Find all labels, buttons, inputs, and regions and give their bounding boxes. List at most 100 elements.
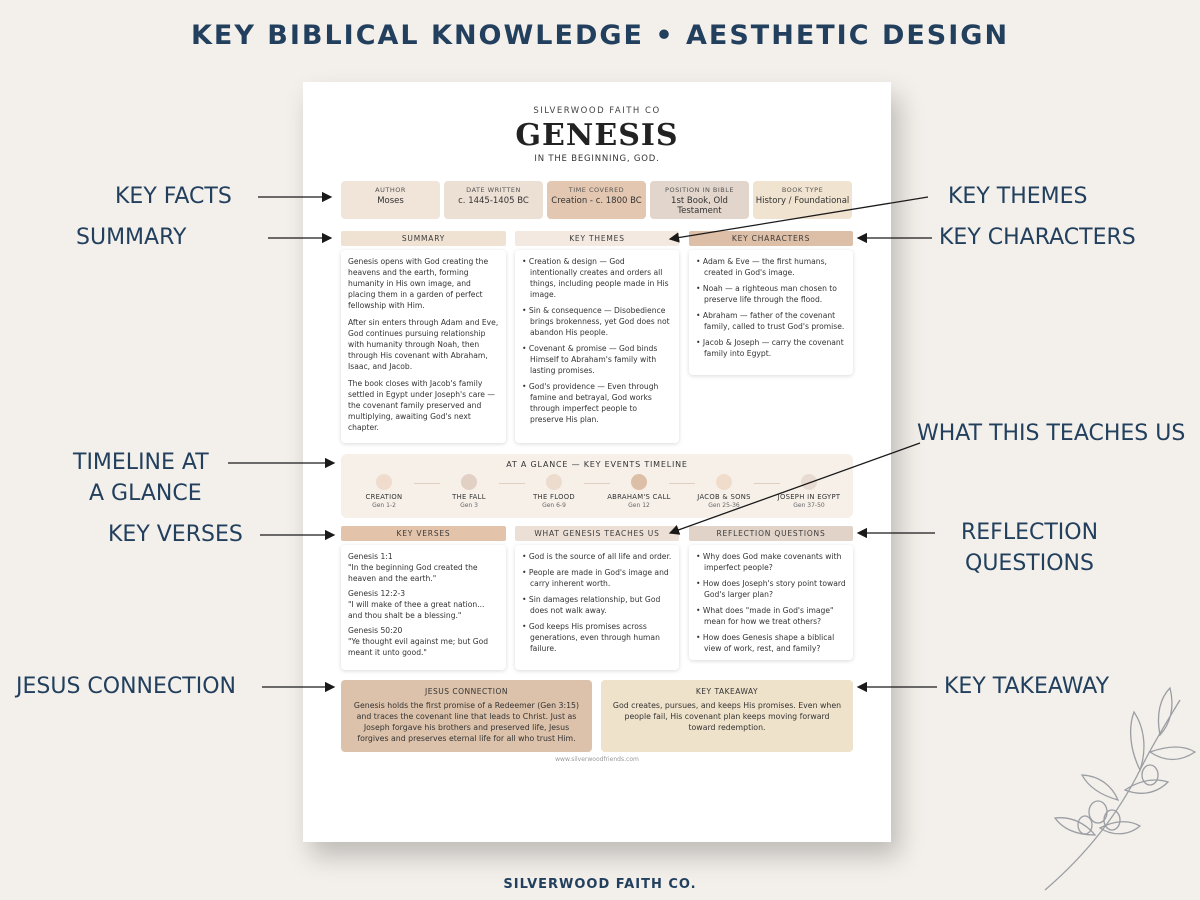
fact-value: Moses [377,196,404,206]
timeline-event-name: THE FALL [452,493,486,501]
timeline-connector [669,483,695,484]
callout-summary: SUMMARY [76,225,187,250]
fact-label: AUTHOR [375,186,406,194]
timeline-event-name: THE FLOOD [533,493,575,501]
themes-card: Creation & design — God intentionally cr… [515,250,679,443]
timeline-event-name: JOSEPH IN EGYPT [777,493,841,501]
verse-text: "In the beginning God created the heaven… [348,563,478,583]
key-takeaway-header: KEY TAKEAWAY [695,687,759,696]
verse-ref: Genesis 1:1 [348,552,393,561]
fact-date-written: DATE WRITTEN c. 1445-1405 BC [444,181,543,219]
list-item: God keeps His promises across generation… [522,621,672,654]
list-item: Sin & consequence — Disobedience brings … [522,305,672,338]
timeline-dot [716,474,732,490]
fact-value: History / Foundational [755,196,850,206]
key-takeaway-box: KEY TAKEAWAY God creates, pursues, and k… [601,680,853,752]
timeline-dot [461,474,477,490]
callout-timeline-line2: A GLANCE [89,481,202,506]
timeline-event-ref: Gen 25-36 [708,502,740,509]
verse-text: "I will make of thee a great nation... a… [348,600,485,620]
list-item: Sin damages relationship, but God does n… [522,594,672,616]
sheet-brand: SILVERWOOD FAITH CO [533,106,661,116]
callout-key-themes: KEY THEMES [948,184,1088,209]
olive-branch-illustration [1044,686,1197,891]
callout-key-facts: KEY FACTS [115,184,232,209]
timeline-dot [631,474,647,490]
verse-text: "Ye thought evil against me; but God mea… [348,637,489,657]
page-heading: KEY BIBLICAL KNOWLEDGE • AESTHETIC DESIG… [190,20,1010,51]
timeline-event-joseph: JOSEPH IN EGYPT Gen 37-50 [766,474,852,509]
reflection-header: REFLECTION QUESTIONS [689,526,853,541]
timeline-dot [801,474,817,490]
timeline-title: AT A GLANCE — KEY EVENTS TIMELINE [506,460,688,469]
timeline-event-fall: THE FALL Gen 3 [426,474,512,509]
fact-value: Creation - c. 1800 BC [551,196,642,206]
timeline-event-name: ABRAHAM'S CALL [607,493,671,501]
timeline-event-ref: Gen 37-50 [793,502,825,509]
timeline-dot [546,474,562,490]
callout-timeline-line1: TIMELINE AT [73,450,209,475]
jesus-connection-header: JESUS CONNECTION [425,687,508,696]
list-item: Covenant & promise — God binds Himself t… [522,343,672,376]
verses-header: KEY VERSES [341,526,506,541]
timeline-dot [376,474,392,490]
summary-paragraph: Genesis opens with God creating the heav… [348,257,489,310]
list-item: What does "made in God's image" mean for… [696,605,846,627]
timeline-event-creation: CREATION Gen 1-2 [341,474,427,509]
timeline-connector [584,483,610,484]
summary-header: SUMMARY [341,231,506,246]
verse-ref: Genesis 50:20 [348,626,403,635]
timeline-event-jacob: JACOB & SONS Gen 25-36 [681,474,767,509]
list-item: Why does God make covenants with imperfe… [696,551,846,573]
list-item: People are made in God's image and carry… [522,567,672,589]
timeline-event-ref: Gen 12 [628,502,650,509]
list-item: Abraham — father of the covenant family,… [696,310,846,332]
summary-card: Genesis opens with God creating the heav… [341,250,506,443]
sheet-title: GENESIS [515,118,679,153]
timeline-connector [499,483,525,484]
summary-paragraph: The book closes with Jacob's family sett… [348,379,495,432]
callout-key-verses: KEY VERSES [108,522,243,547]
list-item: God's providence — Even through famine a… [522,381,672,425]
timeline-event-name: JACOB & SONS [697,493,751,501]
list-item: Adam & Eve — the first humans, created i… [696,256,846,278]
callout-key-characters: KEY CHARACTERS [939,225,1136,250]
fact-value: 1st Book, Old Testament [671,196,728,216]
footer-brand: SILVERWOOD FAITH CO. [503,877,697,892]
list-item: Noah — a righteous man chosen to preserv… [696,283,846,305]
jesus-connection-box: JESUS CONNECTION Genesis holds the first… [341,680,592,752]
fact-label: POSITION IN BIBLE [665,186,734,194]
list-item: How does Genesis shape a biblical view o… [696,632,846,654]
fact-time-covered: TIME COVERED Creation - c. 1800 BC [547,181,646,219]
summary-paragraph: After sin enters through Adam and Eve, G… [348,318,499,371]
callout-jesus-connection: JESUS CONNECTION [16,674,236,699]
verse-block: Genesis 50:20 "Ye thought evil against m… [348,625,499,658]
teaches-card: God is the source of all life and order.… [515,545,679,670]
verses-card: Genesis 1:1 "In the beginning God create… [341,545,506,670]
teaches-header: WHAT GENESIS TEACHES US [515,526,679,541]
fact-label: BOOK TYPE [781,186,824,194]
arrow-what-teaches [668,442,921,535]
genesis-sheet: SILVERWOOD FAITH CO GENESIS IN THE BEGIN… [303,82,891,842]
list-item: Jacob & Joseph — carry the covenant fami… [696,337,846,359]
fact-label: TIME COVERED [568,186,625,194]
timeline-event-ref: Gen 6-9 [542,502,566,509]
timeline-connector [754,483,780,484]
key-takeaway-text: God creates, pursues, and keeps His prom… [612,701,842,732]
timeline-event-name: CREATION [365,493,403,501]
fact-value: c. 1445-1405 BC [458,196,529,206]
list-item: Creation & design — God intentionally cr… [522,256,672,300]
callout-reflection-line1: REFLECTION [961,520,1099,545]
timeline-event-abraham: ABRAHAM'S CALL Gen 12 [596,474,682,509]
sheet-subtitle: IN THE BEGINNING, GOD. [534,154,660,164]
arrow-key-themes [668,196,929,243]
list-item: God is the source of all life and order. [522,551,672,562]
reflection-card: Why does God make covenants with imperfe… [689,545,853,660]
verse-block: Genesis 12:2-3 "I will make of thee a gr… [348,588,499,621]
list-item: How does Joseph's story point toward God… [696,578,846,600]
callout-key-takeaway: KEY TAKEAWAY [944,674,1110,699]
fact-position: POSITION IN BIBLE 1st Book, Old Testamen… [650,181,749,219]
timeline-event-ref: Gen 1-2 [372,502,396,509]
fact-label: DATE WRITTEN [466,186,521,194]
